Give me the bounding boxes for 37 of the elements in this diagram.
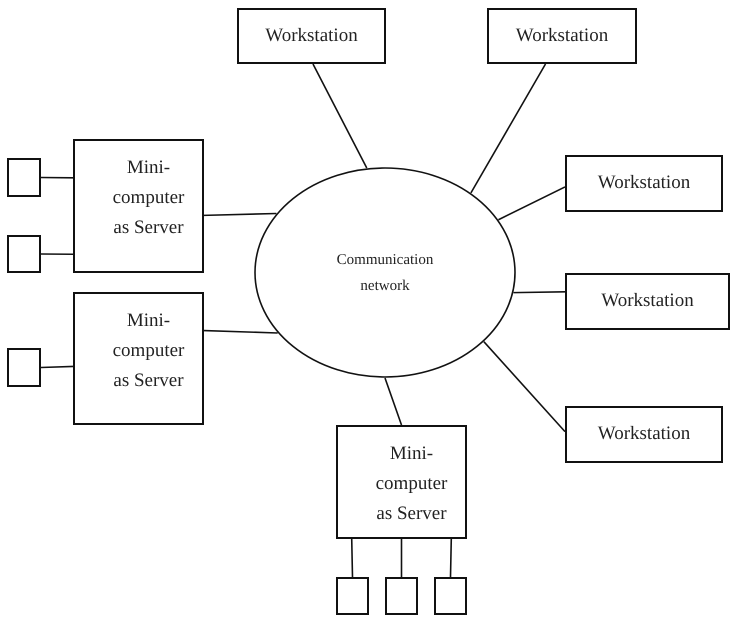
connector-line	[384, 378, 402, 426]
device-box	[7, 235, 41, 273]
node-label: Workstation	[265, 24, 358, 48]
connector-line	[204, 212, 276, 216]
workstation-box	[487, 8, 637, 64]
connector-line	[41, 253, 73, 256]
server-box	[73, 292, 204, 425]
node-label: Mini- computer as Server	[112, 309, 186, 393]
device-box	[336, 577, 369, 615]
node-label: Communication network	[336, 250, 434, 296]
connector-line	[498, 186, 566, 220]
node-label: Mini- computer as Server	[112, 156, 186, 240]
connector-line	[514, 291, 566, 294]
connector-line	[41, 176, 73, 179]
device-box	[7, 348, 41, 387]
connector-line	[470, 64, 546, 194]
connector-line	[40, 366, 74, 368]
server-box	[336, 425, 467, 539]
device-box	[434, 577, 467, 615]
workstation-box	[565, 155, 723, 212]
workstation-box	[237, 8, 386, 64]
node-label: Workstation	[601, 289, 694, 314]
node-label: Workstation	[516, 24, 608, 48]
connector-line	[204, 330, 278, 334]
connector-line	[450, 538, 452, 578]
node-label: Workstation	[598, 422, 690, 446]
workstation-box	[565, 273, 730, 330]
connector-line	[483, 341, 566, 432]
node-label: Mini- computer as Server	[374, 442, 448, 526]
device-box	[385, 577, 418, 615]
node-label: Workstation	[598, 171, 690, 196]
server-box	[73, 139, 204, 273]
connector-line	[400, 539, 402, 577]
connector-line	[312, 64, 368, 168]
connector-line	[350, 538, 354, 578]
workstation-box	[565, 406, 723, 463]
device-box	[7, 158, 41, 197]
